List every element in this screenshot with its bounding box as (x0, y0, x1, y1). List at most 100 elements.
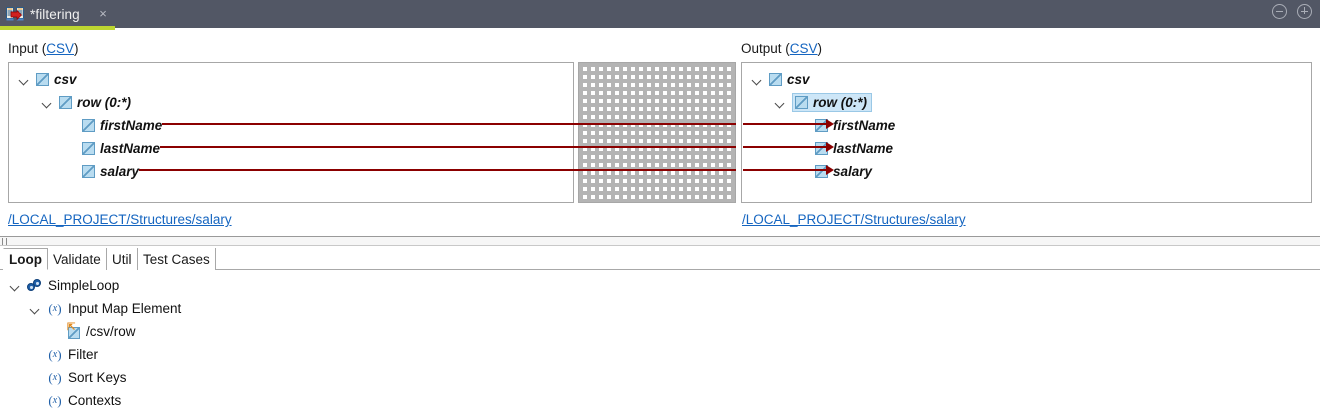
xpath-element-icon: ⇱ (67, 322, 81, 339)
tree-node-label: lastName (100, 141, 161, 156)
loop-tree-label: Filter (68, 347, 98, 362)
tree-node-label: firstName (100, 118, 163, 133)
tab-test-cases[interactable]: Test Cases (137, 248, 216, 270)
grid-vertical-lines (579, 63, 735, 202)
bottom-tab-strip: Loop Validate Util Test Cases (0, 248, 1320, 270)
chevron-down-icon[interactable] (750, 73, 764, 87)
tree-row[interactable]: csv (750, 68, 810, 91)
tree-indent-spacer (28, 348, 42, 362)
mapping-grid-panel[interactable] (578, 62, 736, 203)
tab-label: Test Cases (143, 251, 210, 267)
element-icon (36, 73, 49, 86)
tree-node-label: lastName (833, 141, 894, 156)
loop-tree-row[interactable]: (x) Filter (28, 343, 98, 366)
element-icon (795, 96, 808, 109)
tree-indent-spacer (48, 325, 62, 339)
loop-tree-row[interactable]: ⇱ /csv/row (48, 320, 136, 343)
mapping-document-icon (6, 5, 24, 23)
tree-row[interactable]: lastName (63, 137, 160, 160)
element-icon (82, 165, 95, 178)
editor-tab-label: *filtering (30, 6, 80, 22)
tree-node-label: csv (54, 72, 77, 87)
chevron-down-icon[interactable] (773, 96, 787, 110)
tab-label: Validate (53, 251, 101, 267)
loop-tree-row[interactable]: (x) Input Map Element (28, 297, 181, 320)
tree-row-content[interactable]: lastName (82, 141, 160, 156)
tree-row-content[interactable]: firstName (815, 118, 895, 133)
tree-row[interactable]: firstName (796, 114, 895, 137)
loop-tree-label: SimpleLoop (48, 278, 120, 293)
tree-row[interactable]: salary (796, 160, 872, 183)
tree-indent-spacer (796, 142, 810, 156)
variable-icon: (x) (48, 393, 62, 408)
input-label-suffix: ) (74, 41, 79, 56)
tree-row[interactable]: row (0:*) (773, 91, 872, 114)
loop-tree-label: Sort Keys (68, 370, 127, 385)
tree-node-label: row (0:*) (813, 95, 867, 110)
tree-node-label: salary (833, 164, 873, 179)
loop-tree-label: /csv/row (86, 324, 136, 339)
variable-icon: (x) (48, 301, 62, 316)
loop-tree-row[interactable]: (x)Sort Keys (28, 366, 127, 389)
input-structure-path-link[interactable]: /LOCAL_PROJECT/Structures/salary (8, 212, 232, 227)
tree-row-content[interactable]: firstName (82, 118, 162, 133)
window-controls (1272, 4, 1312, 19)
input-csv-link[interactable]: CSV (46, 41, 75, 56)
tree-row-content[interactable]: salary (815, 164, 872, 179)
chevron-down-icon[interactable] (17, 73, 31, 87)
horizontal-splitter[interactable] (0, 236, 1320, 246)
tree-row-content[interactable]: csv (769, 72, 810, 87)
minimize-icon[interactable] (1272, 4, 1287, 19)
tree-indent-spacer (63, 119, 77, 133)
tree-node-label: row (0:*) (77, 95, 131, 110)
loop-tree-label: Contexts (68, 393, 122, 408)
tree-row[interactable]: firstName (63, 114, 162, 137)
element-icon (59, 96, 72, 109)
editor-tab-filtering[interactable]: *filtering (0, 0, 115, 28)
output-label-suffix: ) (817, 41, 823, 56)
chevron-down-icon[interactable] (8, 279, 22, 293)
splitter-grip (2, 238, 7, 245)
tree-row-content[interactable]: salary (82, 164, 139, 179)
tree-indent-spacer (796, 119, 810, 133)
tab-validate[interactable]: Validate (47, 248, 107, 270)
loop-tree-label: Input Map Element (68, 301, 182, 316)
output-panel-label: Output (CSV) (741, 41, 822, 56)
tab-label: Util (112, 251, 132, 267)
variable-icon: (x) (48, 347, 62, 362)
tree-row-content[interactable]: row (0:*) (59, 95, 131, 110)
tree-indent-spacer (28, 371, 42, 385)
input-label-prefix: Input ( (8, 41, 47, 56)
element-icon (82, 142, 95, 155)
tree-indent-spacer (63, 165, 77, 179)
chevron-down-icon[interactable] (40, 96, 54, 110)
maximize-icon[interactable] (1297, 4, 1312, 19)
tree-row[interactable]: csv (17, 68, 77, 91)
tree-row[interactable]: salary (63, 160, 139, 183)
tree-row-content[interactable]: lastName (815, 141, 893, 156)
output-structure-path-link[interactable]: /LOCAL_PROJECT/Structures/salary (742, 212, 966, 227)
tree-indent-spacer (63, 142, 77, 156)
tree-indent-spacer (28, 394, 42, 408)
tree-node-label: csv (787, 72, 810, 87)
tree-row-content[interactable]: csv (36, 72, 77, 87)
loop-tree-row[interactable]: (x) Contexts (28, 389, 121, 412)
element-icon (815, 165, 828, 178)
active-tab-underline (0, 26, 115, 30)
loop-tree-row[interactable]: SimpleLoop (8, 274, 119, 297)
tree-row-selected[interactable]: row (0:*) (792, 93, 872, 112)
close-icon[interactable]: × (99, 6, 107, 21)
tree-row[interactable]: lastName (796, 137, 893, 160)
loop-detail-tree[interactable]: SimpleLoop (x) Input Map Element ⇱ /csv/row (… (0, 272, 1320, 415)
tree-row[interactable]: row (0:*) (40, 91, 131, 114)
chevron-down-icon[interactable] (28, 302, 42, 316)
element-icon (82, 119, 95, 132)
output-label-prefix: Output ( (741, 41, 790, 56)
tab-util[interactable]: Util (106, 248, 138, 270)
output-csv-link[interactable]: CSV (789, 41, 818, 56)
tab-loop[interactable]: Loop (3, 248, 48, 270)
element-icon (815, 142, 828, 155)
